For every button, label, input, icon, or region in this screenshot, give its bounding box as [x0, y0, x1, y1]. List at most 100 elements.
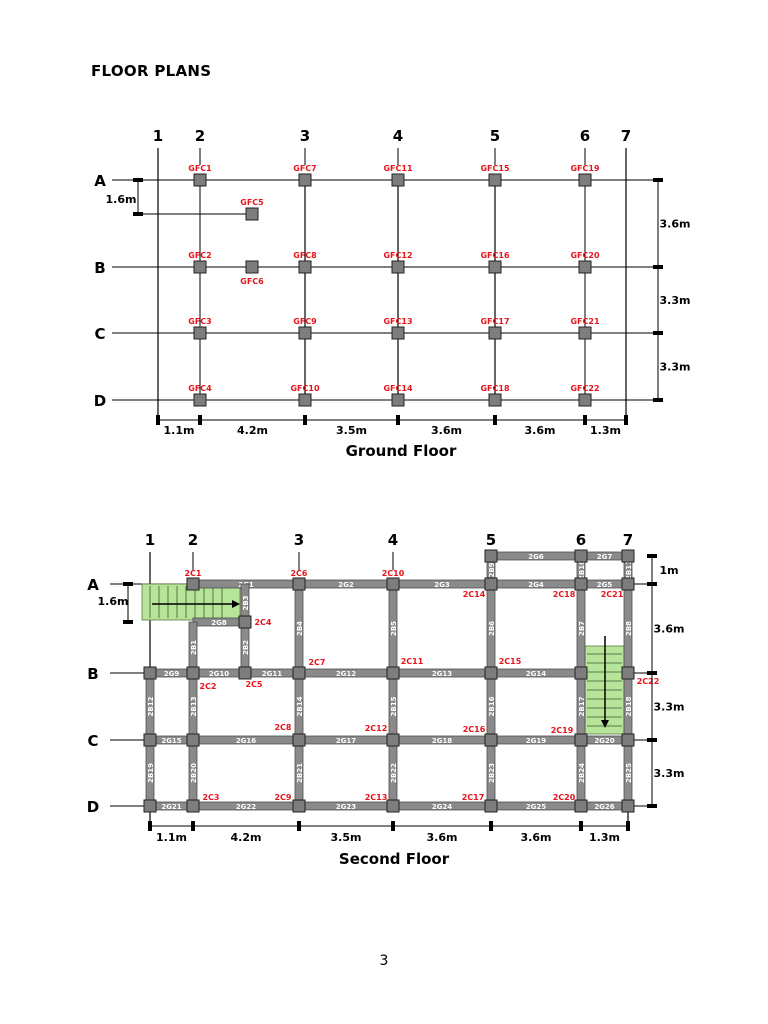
column-marker: [578, 173, 592, 187]
girder-label: 2G17: [336, 737, 356, 745]
dim-label-bottom: 1.3m: [590, 424, 621, 437]
girder-label: 2G24: [432, 803, 452, 811]
column-label: GFC17: [480, 317, 509, 326]
column-label: 2C16: [463, 725, 486, 734]
grid-number-label: 5: [486, 531, 496, 549]
column-label: GFC4: [188, 384, 212, 393]
grid-number-label: 4: [393, 127, 403, 145]
column-label: 2C20: [553, 793, 576, 802]
dim-label-left: 1.6m: [98, 595, 129, 608]
column-marker: [488, 173, 502, 187]
column-label: 2C17: [462, 793, 485, 802]
dim-label-bottom: 4.2m: [231, 831, 262, 844]
girder-label: 2G23: [336, 803, 356, 811]
dim-tick: [123, 620, 133, 624]
column-marker: [186, 666, 200, 680]
column-label: 2C2: [199, 682, 216, 691]
second-floor-plan: 1234567ABCD2G12G22G32G42G52G62G72G82G92G…: [87, 531, 685, 868]
column-marker: [484, 799, 498, 813]
column-marker: [193, 173, 207, 187]
dim-label-bottom: 3.5m: [331, 831, 362, 844]
girder-label: 2G6: [528, 553, 544, 561]
column-label: 2C10: [382, 569, 405, 578]
column-marker: [298, 326, 312, 340]
dim-tick: [579, 821, 583, 831]
grid-number-label: 1: [145, 531, 155, 549]
column-label: GFC22: [570, 384, 599, 393]
column-marker: [193, 393, 207, 407]
dim-label-bottom: 1.3m: [589, 831, 620, 844]
column-marker: [193, 326, 207, 340]
dim-label-bottom: 3.5m: [336, 424, 367, 437]
column-marker: [143, 733, 157, 747]
beam-label: 2B11: [625, 560, 633, 580]
grid-number-label: 7: [623, 531, 633, 549]
column-label: 2C6: [290, 569, 307, 578]
column-label: 2C12: [365, 724, 388, 733]
beam-label: 2B14: [296, 696, 304, 716]
column-marker: [245, 207, 259, 221]
dim-label-bottom: 3.6m: [427, 831, 458, 844]
beam-label: 2B2: [242, 640, 250, 655]
column-marker: [391, 393, 405, 407]
grid-number-label: 4: [388, 531, 398, 549]
grid-letter-label: B: [94, 259, 105, 277]
column-label: GFC9: [293, 317, 317, 326]
beam-label: 2B25: [625, 763, 633, 783]
girder-label: 2G4: [528, 581, 544, 589]
column-marker: [574, 666, 588, 680]
column-marker: [386, 577, 400, 591]
dim-label-right: 3.6m: [660, 218, 691, 231]
dim-label-right: 3.6m: [654, 623, 685, 636]
column-label: GFC1: [188, 164, 212, 173]
column-label: 2C19: [551, 726, 574, 735]
girder-label: 2G14: [526, 670, 546, 678]
column-marker: [292, 666, 306, 680]
column-marker: [245, 260, 259, 274]
grid-letter-label: B: [87, 665, 98, 683]
dim-tick: [647, 582, 657, 586]
dim-label-left: 1.6m: [106, 193, 137, 206]
dim-tick: [647, 671, 657, 675]
girder-label: 2G16: [236, 737, 256, 745]
grid-number-label: 6: [580, 127, 590, 145]
dim-tick: [647, 554, 657, 558]
column-label: GFC5: [240, 198, 264, 207]
page-number: 3: [379, 953, 389, 969]
column-label: GFC18: [480, 384, 509, 393]
column-marker: [578, 260, 592, 274]
stair-arrow-head: [232, 600, 240, 608]
girder-label: 2G10: [209, 670, 229, 678]
girder-label: 2G20: [594, 737, 614, 745]
dim-label-bottom: 1.1m: [164, 424, 195, 437]
column-label: GFC3: [188, 317, 211, 326]
dim-tick: [191, 821, 195, 831]
column-marker: [574, 799, 588, 813]
beam-label: 2B15: [390, 696, 398, 716]
grid-number-label: 2: [188, 531, 198, 549]
column-label: GFC12: [383, 251, 412, 260]
dim-label-bottom: 3.6m: [525, 424, 556, 437]
stair-arrow-head: [601, 720, 609, 728]
column-label: 2C14: [463, 590, 486, 599]
column-marker: [484, 733, 498, 747]
column-marker: [298, 393, 312, 407]
column-marker: [186, 733, 200, 747]
beam-label: 2B19: [147, 763, 155, 783]
column-label: 2C3: [202, 793, 219, 802]
column-marker: [298, 173, 312, 187]
column-marker: [621, 577, 635, 591]
dim-tick: [653, 331, 663, 335]
dim-label-right: 3.3m: [654, 701, 685, 714]
dim-tick: [156, 415, 160, 425]
column-marker: [238, 615, 252, 629]
girder-label: 2G12: [336, 670, 356, 678]
column-label: 2C5: [245, 680, 262, 689]
column-label: GFC11: [383, 164, 412, 173]
column-marker: [488, 326, 502, 340]
column-label: GFC13: [383, 317, 412, 326]
grid-letter-label: D: [94, 392, 106, 410]
dim-tick: [123, 582, 133, 586]
beam-label: 2B3: [242, 595, 250, 610]
column-marker: [292, 799, 306, 813]
